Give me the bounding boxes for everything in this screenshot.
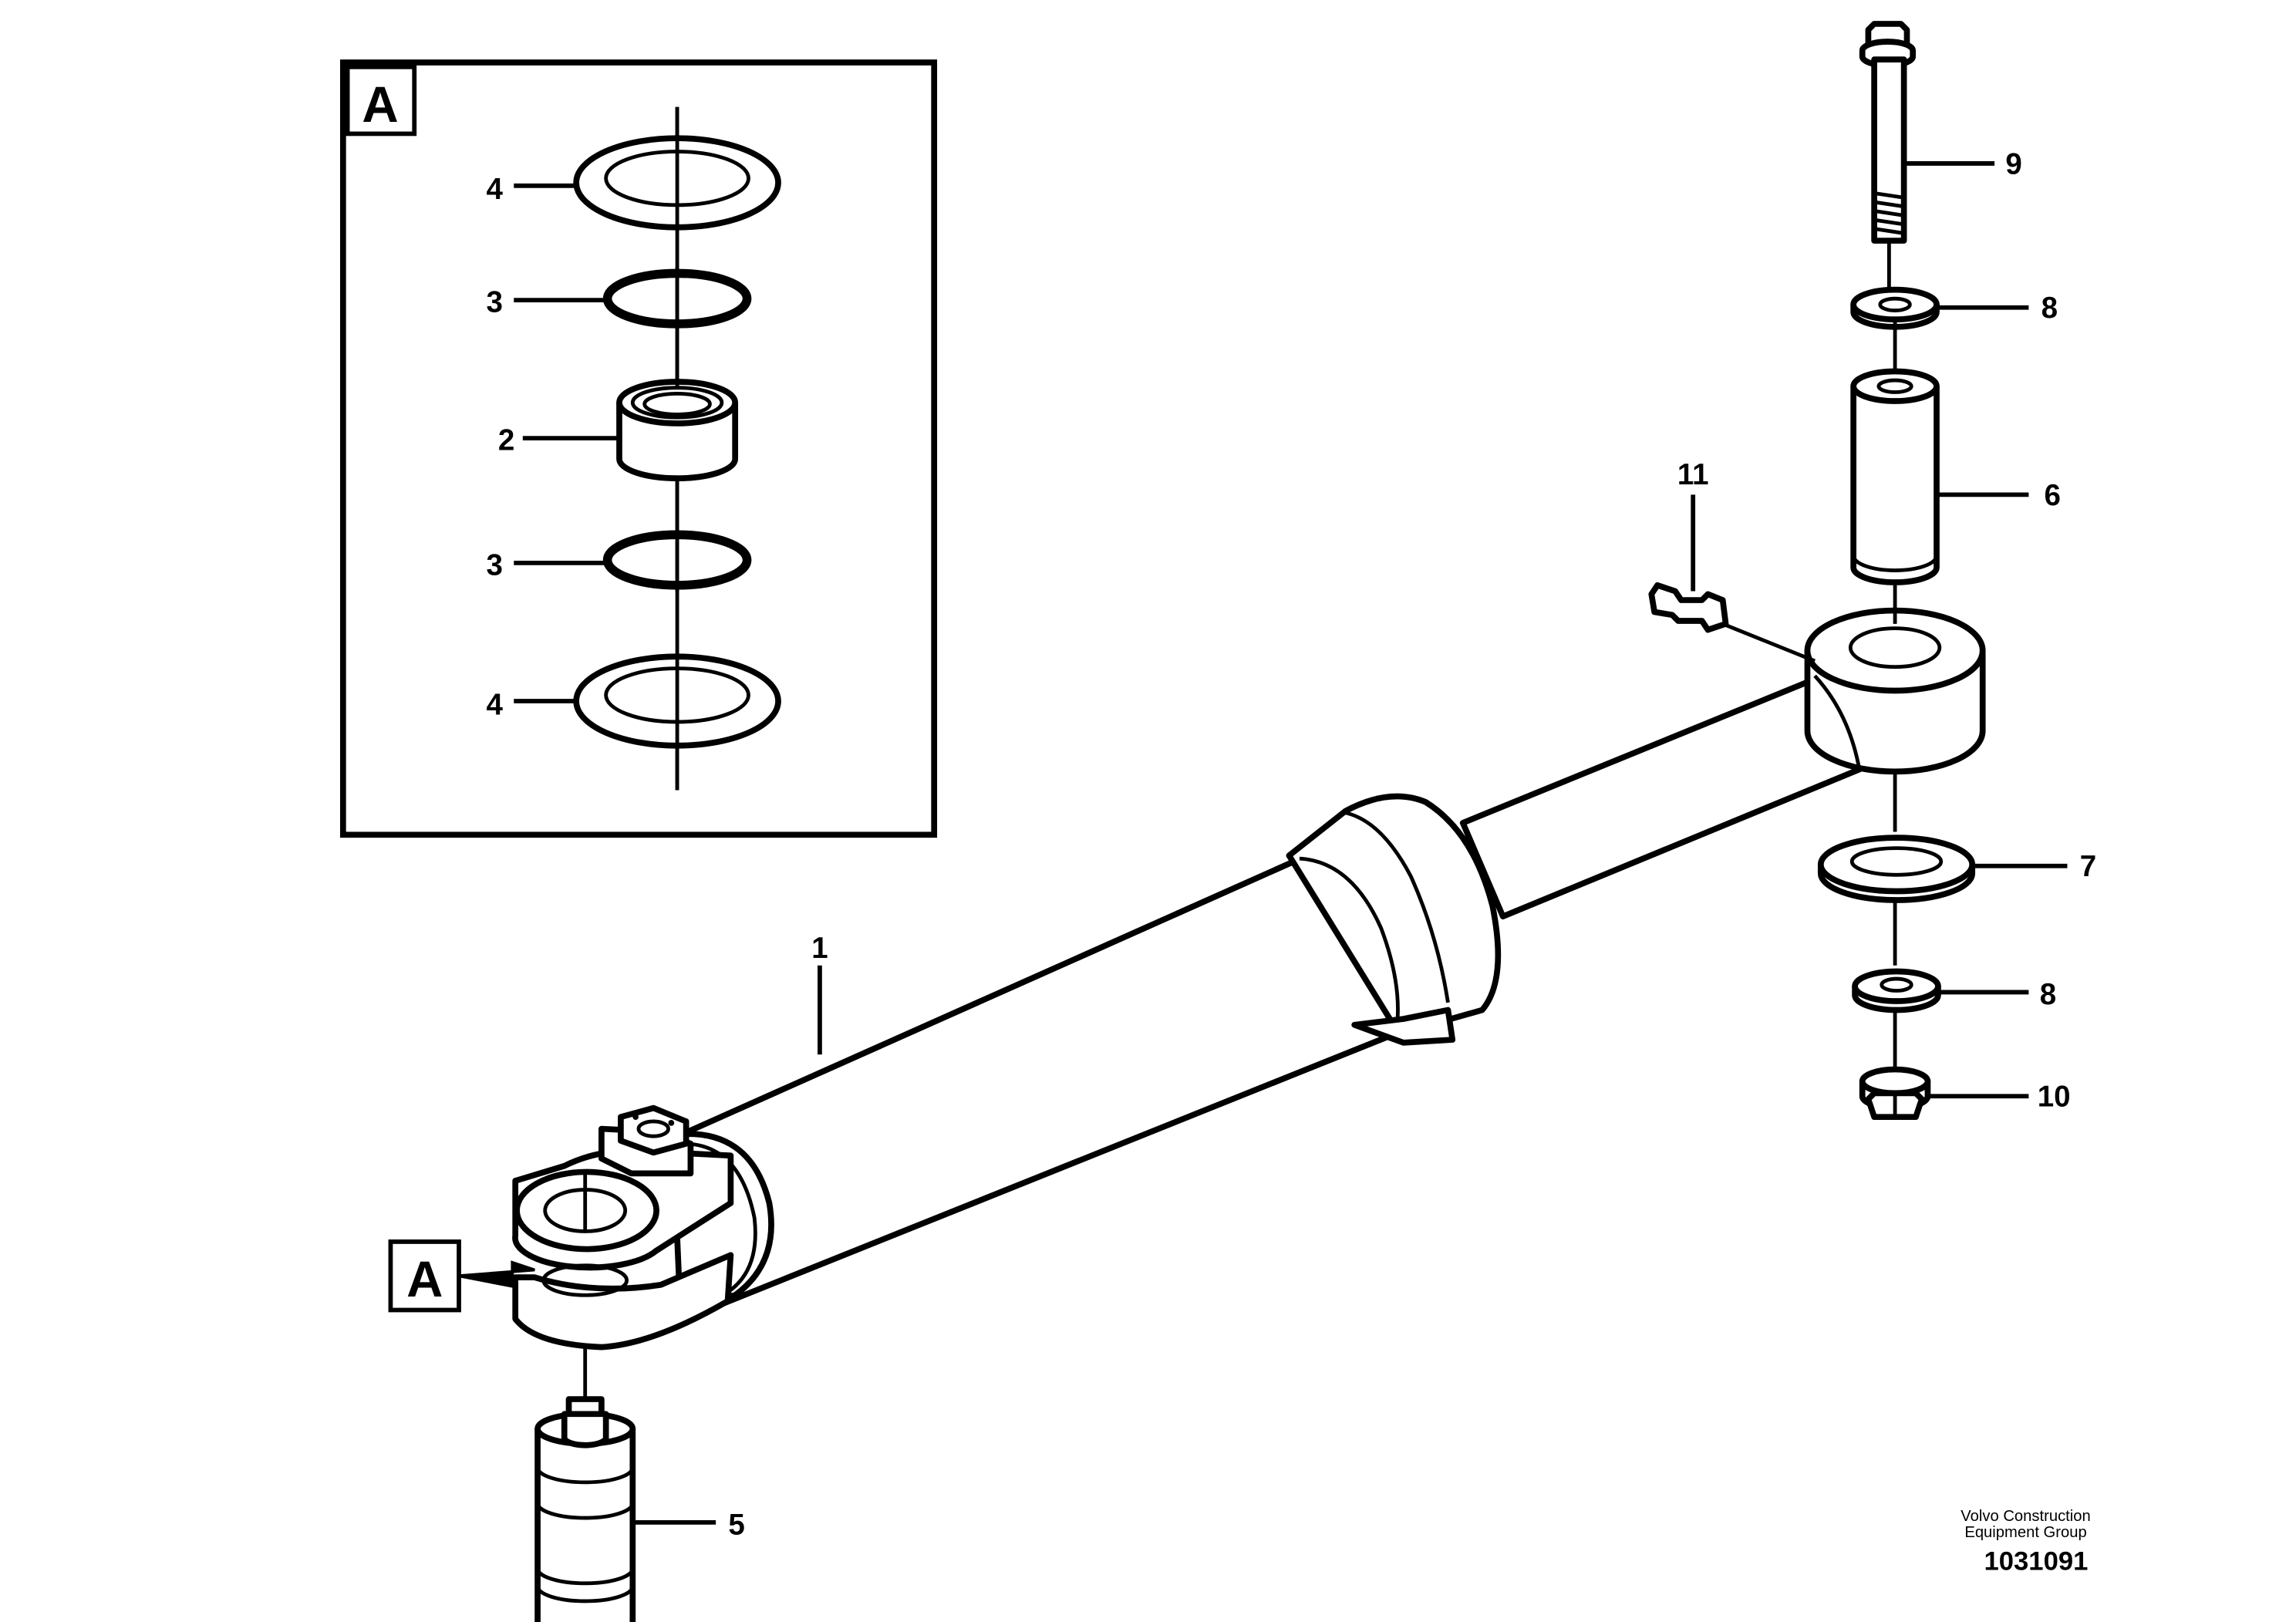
part-label-1: 1 (811, 932, 828, 965)
cylinder-base-clevis (512, 1104, 774, 1351)
detail-a-tag (345, 64, 417, 137)
flange-nut-part-10 (1859, 1066, 1931, 1121)
thrust-washer-top (573, 106, 781, 231)
sleeve-part-6 (1850, 368, 1940, 624)
detail-a-panel: A (339, 59, 938, 838)
part-label-8-bottom: 8 (2040, 978, 2056, 1011)
callout-a-label: A (406, 1251, 443, 1307)
callout-a-box (388, 1239, 461, 1313)
part-label-6: 6 (2044, 479, 2060, 512)
part-label-10: 10 (2038, 1081, 2071, 1114)
spherical-bearing (616, 329, 739, 481)
part-label-4-bottom: 4 (487, 688, 504, 721)
part-label-11: 11 (1677, 458, 1709, 491)
pin-part-5 (534, 1173, 636, 1622)
hydraulic-cylinder (512, 607, 1986, 1351)
grease-nipple-part-11 (1648, 582, 1816, 663)
detail-a-label: A (362, 76, 398, 133)
washer-part-7 (1817, 835, 1976, 966)
cylinder-tube (671, 854, 1402, 1310)
company-line-2: Equipment Group (1964, 1524, 2086, 1541)
part-label-5: 5 (728, 1508, 744, 1541)
bolt-part-9 (1859, 21, 1917, 295)
part-label-4-top: 4 (487, 173, 504, 206)
detail-a-callout: A (388, 1239, 535, 1313)
callout-a-arrow (458, 1260, 535, 1289)
part-label-8-top: 8 (2041, 292, 2058, 325)
company-line-1: Volvo Construction (1961, 1508, 2090, 1525)
part-label-3-bottom: 3 (487, 548, 503, 582)
washer-part-8-bottom (1852, 968, 1941, 1070)
snap-ring-bottom (602, 478, 752, 592)
piston-rod (1459, 677, 1863, 920)
document-number: 1031091 (1984, 1546, 2088, 1576)
washer-part-8-top (1850, 286, 1940, 372)
part-label-9: 9 (2005, 147, 2021, 180)
rod-eye (1804, 607, 1986, 775)
cylinder-head (1286, 793, 1502, 1046)
part-label-2: 2 (498, 424, 514, 457)
part-label-7: 7 (2080, 850, 2096, 883)
part-label-3-top: 3 (487, 285, 503, 319)
